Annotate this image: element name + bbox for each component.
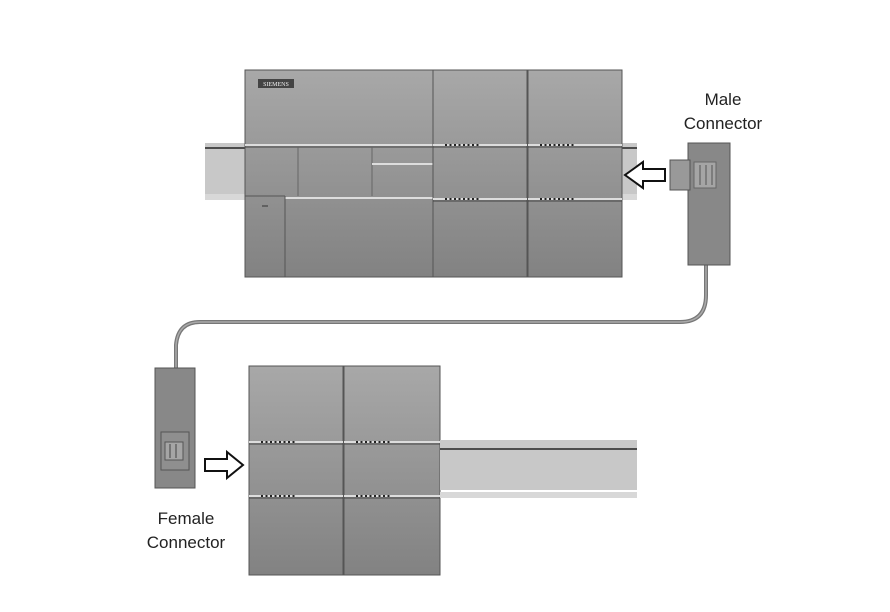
arrow-right-icon <box>204 449 245 481</box>
male-connector <box>669 142 731 266</box>
male-connector-label: Male Connector <box>670 88 776 136</box>
female-label-line2: Connector <box>146 533 226 552</box>
siemens-logo: SIEMENS <box>263 82 289 88</box>
bottom-expansion-modules <box>248 365 441 576</box>
top-expansion-modules <box>432 69 623 278</box>
signal-module <box>527 69 623 278</box>
male-label-line1: Male <box>704 90 742 109</box>
arrow-left-icon <box>623 160 666 190</box>
male-label-line2: Connector <box>683 114 763 133</box>
cpu-module: SIEMENS <box>244 69 434 278</box>
female-connector-label: Female Connector <box>130 507 242 555</box>
female-label-line1: Female <box>157 509 215 528</box>
bottom-din-rail <box>440 440 637 498</box>
expansion-cable <box>174 265 708 370</box>
signal-module <box>432 69 528 278</box>
female-connector <box>154 367 196 489</box>
signal-module <box>343 365 441 576</box>
signal-module <box>248 365 344 576</box>
